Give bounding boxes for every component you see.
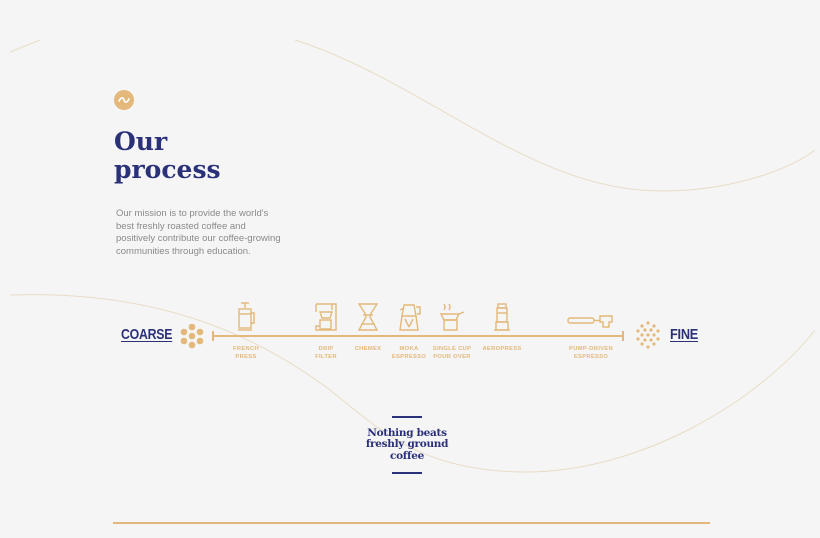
method-label: PUMP-DRIVEN ESPRESSO	[569, 346, 613, 360]
method-label: FRENCH PRESS	[233, 346, 259, 360]
scale-end-tick	[622, 331, 624, 341]
coarse-grind-icon	[180, 323, 204, 349]
wave-badge-icon	[114, 90, 134, 110]
fine-grind-icon	[636, 321, 660, 349]
method-moka-espresso: MOKA ESPRESSO	[382, 300, 436, 361]
method-pump-driven-espresso: PUMP-DRIVEN ESPRESSO	[562, 300, 620, 361]
espresso-portafilter-icon	[567, 315, 613, 328]
grind-scale: COARSE FRENCH PRESS DRIP	[0, 300, 820, 370]
drip-filter-icon	[315, 303, 337, 331]
aeropress-icon	[494, 303, 510, 331]
tagline-text: Nothing beats freshly ground coffee	[365, 426, 449, 462]
footer-divider	[113, 522, 710, 524]
tagline-bottom-rule	[392, 472, 422, 474]
scale-start-tick	[212, 331, 214, 341]
method-french-press: FRENCH PRESS	[219, 300, 273, 361]
coarse-label: COARSE	[121, 326, 173, 343]
method-label: SINGLE CUP POUR OVER	[432, 346, 472, 360]
method-label: MOKA ESPRESSO	[391, 346, 427, 360]
method-single-cup-pour-over: SINGLE CUP POUR OVER	[425, 300, 479, 361]
tagline-top-rule	[392, 416, 422, 418]
moka-pot-icon	[399, 304, 421, 331]
method-aeropress: AEROPRESS	[475, 300, 529, 354]
mission-statement: Our mission is to provide the world's be…	[116, 208, 281, 257]
method-drip-filter: DRIP FILTER	[299, 300, 353, 361]
pour-over-icon	[439, 303, 465, 331]
method-label: AEROPRESS	[482, 346, 522, 352]
method-label: DRIP FILTER	[315, 346, 337, 360]
grind-scale-line	[212, 335, 624, 337]
fine-label: FINE	[670, 326, 699, 343]
section-title: Our process	[114, 127, 221, 184]
french-press-icon	[238, 302, 255, 331]
tagline-block: Nothing beats freshly ground coffee	[363, 416, 451, 474]
chemex-icon	[357, 303, 379, 331]
method-chemex: CHEMEX	[341, 300, 395, 354]
method-label: CHEMEX	[354, 346, 382, 352]
